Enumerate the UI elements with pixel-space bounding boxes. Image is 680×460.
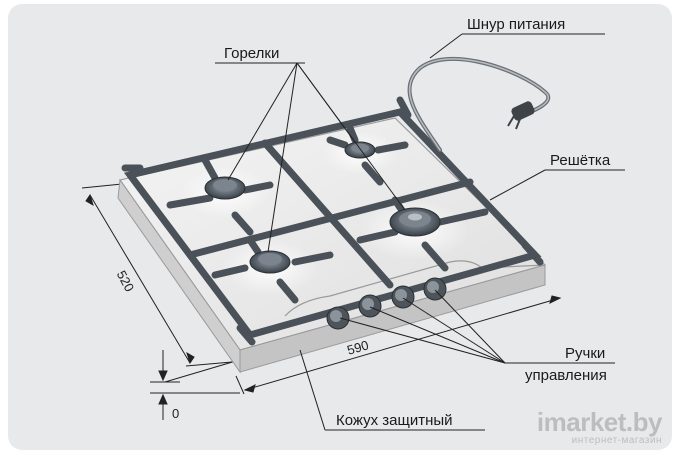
knobs-label-line2: управления: [525, 367, 607, 384]
watermark: imarket.by интернет-магазин: [536, 407, 663, 446]
casing-label: Кожух защитный: [336, 412, 453, 429]
power-cord-label: Шнур питания: [467, 16, 566, 33]
burners-label: Горелки: [224, 45, 280, 62]
height-dimension: 0: [172, 406, 180, 421]
callout-lines: [215, 33, 625, 431]
watermark-brand: imarket.by: [536, 407, 663, 437]
control-knobs: [326, 277, 447, 330]
grate: [121, 96, 544, 346]
power-cord: [407, 56, 551, 152]
watermark-tagline: интернет-магазин: [571, 435, 662, 446]
knobs-label-line1: Ручки: [565, 345, 606, 362]
grate-label: Решётка: [550, 152, 611, 169]
